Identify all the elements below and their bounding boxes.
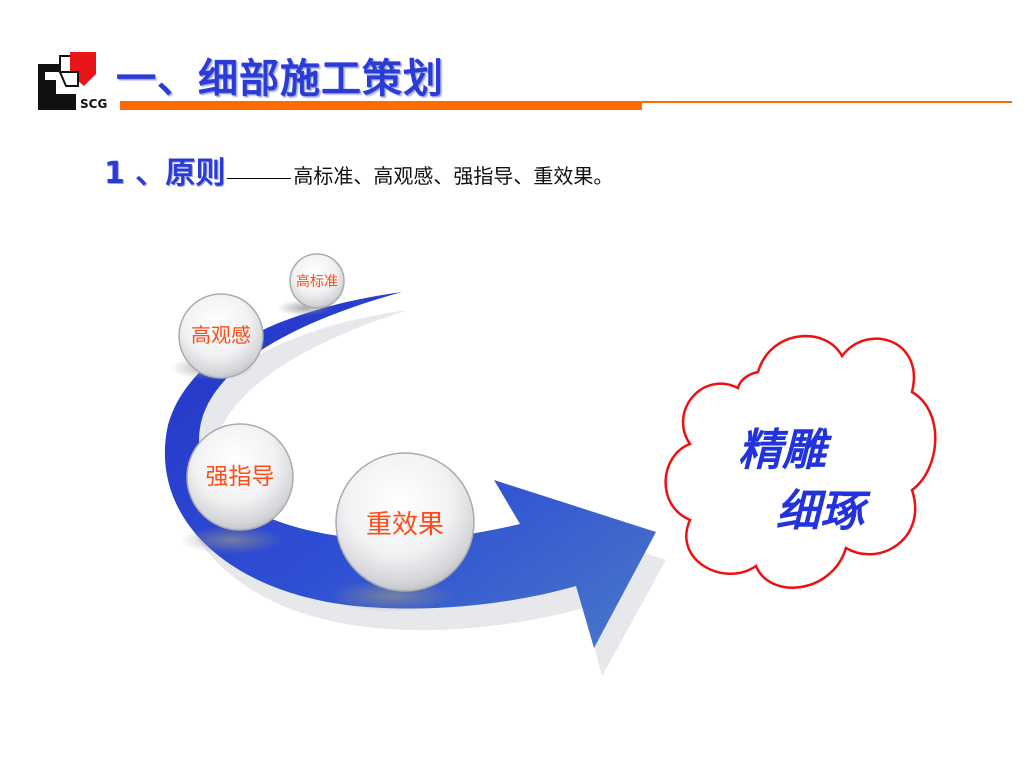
ball-gaoguangan: 高观感 (179, 294, 263, 378)
ball-shadow (180, 526, 284, 554)
ball-label: 重效果 (366, 510, 444, 540)
cloud-text-line1: 精雕 (738, 425, 833, 476)
ball-label: 高标准 (296, 273, 338, 290)
ball-qiangzhidao: 强指导 (187, 424, 293, 530)
ball-label: 高观感 (191, 323, 251, 347)
ball-label: 强指导 (206, 464, 275, 490)
cloud-text-line2: 细琢 (776, 486, 871, 537)
ball-zhongxiaoguo: 重效果 (336, 453, 474, 591)
ball-gaobiaozhun: 高标准 (290, 254, 344, 308)
